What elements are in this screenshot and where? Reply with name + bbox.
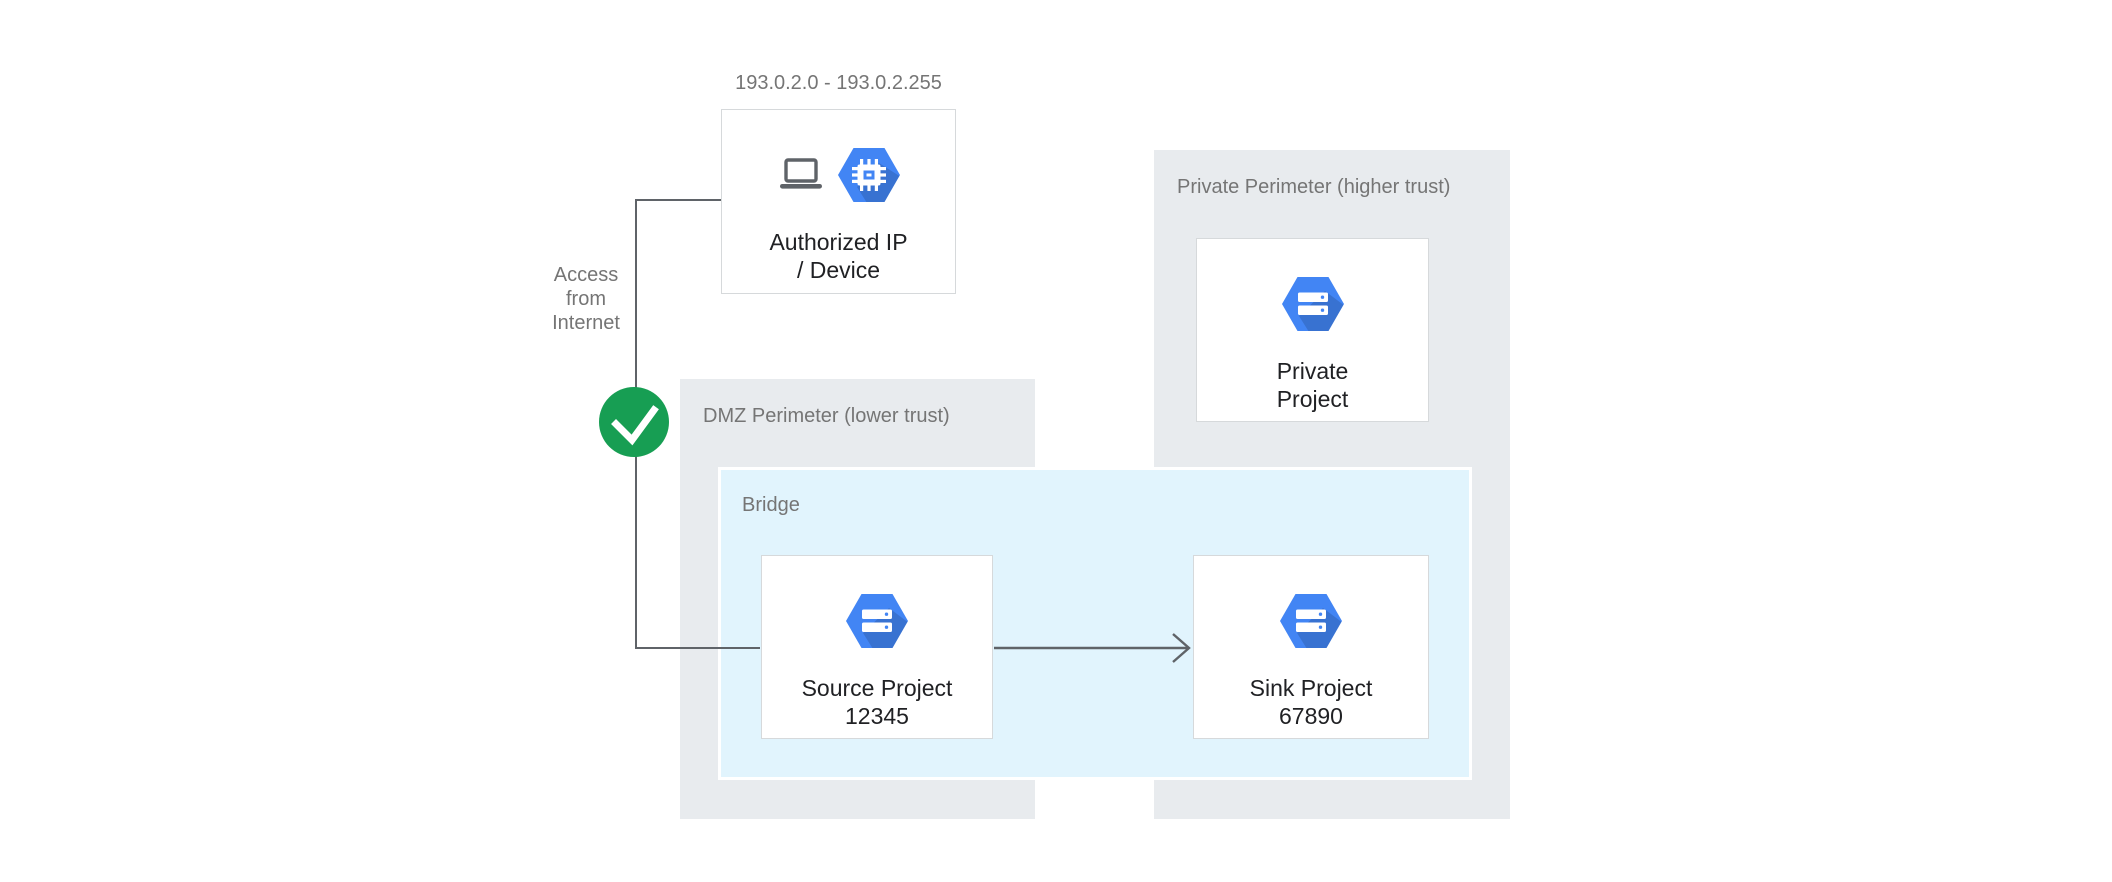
source-project-icon-row [845,592,909,650]
private-project-icon-row [1281,275,1345,333]
authorized-node-label-line2: / Device [796,257,881,283]
project-server-hexagon-icon [1281,276,1345,332]
private-project-label-line2: Project [1276,386,1349,412]
sink-project-icon-row [1279,592,1343,650]
private-project-label: Private Project [1277,357,1349,413]
laptop-icon [777,157,825,193]
ip-range-label: 193.0.2.0 - 193.0.2.255 [735,72,942,94]
source-project-label: Source Project 12345 [802,674,953,730]
project-server-hexagon-icon [845,593,909,649]
private-perimeter-label: Private Perimeter (higher trust) [1177,176,1451,198]
sink-project-label: Sink Project 67890 [1250,674,1373,730]
authorized-ip-device-node: Authorized IP / Device [721,109,956,294]
source-project-label-line1: Source Project [801,675,953,701]
bridge-label: Bridge [742,494,800,516]
cloud-chip-hexagon-icon [837,147,901,203]
private-project-label-line1: Private [1276,358,1349,384]
authorized-icons [777,146,901,204]
project-server-hexagon-icon [1279,593,1343,649]
sink-project-label-line1: Sink Project [1249,675,1373,701]
source-project-label-line2: 12345 [845,703,909,729]
access-label-line3: Internet [552,312,620,334]
source-project-node: Source Project 12345 [761,555,993,739]
access-from-internet-label: Access from Internet [536,263,636,335]
sink-project-label-line2: 67890 [1279,703,1343,729]
check-icon [599,387,669,457]
dmz-perimeter-label: DMZ Perimeter (lower trust) [703,405,950,427]
sink-project-node: Sink Project 67890 [1193,555,1429,739]
access-label-line2: from [566,288,606,310]
authorized-node-label-line1: Authorized IP [769,229,908,255]
private-project-node: Private Project [1196,238,1429,422]
access-label-line1: Access [553,264,619,286]
authorized-node-label: Authorized IP / Device [769,228,907,284]
